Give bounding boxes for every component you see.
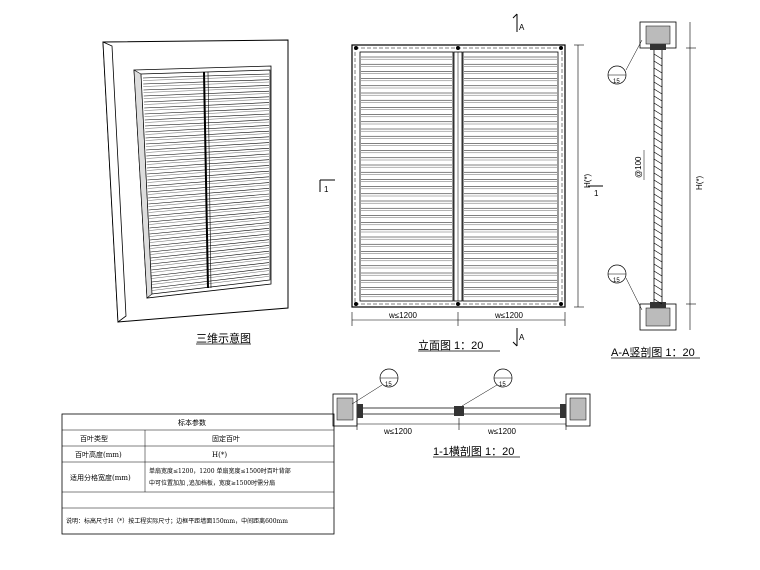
vertical-section-view: H(*) @100 15 15 A-A竖剖图 1：20: [607, 21, 704, 359]
vertical-section-spacing-label: @100: [634, 156, 643, 178]
elevation-view: A A 1 1 H(*) w≤1200 w≤1200 立面图 1：20: [319, 13, 603, 352]
elevation-title: 立面图 1：20: [418, 338, 483, 352]
three-d-view: 三维示意图: [102, 39, 289, 345]
elevation-width-left: w≤1200: [388, 311, 418, 320]
spec-row-value: 中可位置加加 ,追加档板，宽度≥1500时需分扇: [149, 479, 275, 487]
spec-table: 标本参数 百叶类型 固定百叶 百叶高度(mm) H(*) 适用分格宽度(mm) …: [61, 413, 335, 535]
spec-row-label: 百叶类型: [80, 434, 108, 443]
vertical-section-height-label: H(*): [695, 175, 704, 190]
elevation-width-right: w≤1200: [494, 311, 524, 320]
section-mark-1-right: 1: [594, 189, 599, 198]
section-mark-a-top: A: [519, 23, 525, 32]
spec-row-label: 适用分格宽度(mm): [70, 473, 131, 482]
spec-row-label: 百叶高度(mm): [75, 450, 122, 459]
svg-text:15: 15: [385, 382, 392, 388]
spec-table-note: 说明：标高尺寸H（*）按工程实际尺寸；边框平距墙面150mm，中间距离600mm: [66, 517, 288, 525]
vertical-section-title: A-A竖剖图 1：20: [611, 345, 695, 359]
spec-table-title: 标本参数: [178, 418, 206, 427]
section-mark-1-left: 1: [324, 185, 329, 194]
svg-text:15: 15: [499, 382, 506, 388]
section-mark-a-bottom: A: [519, 333, 525, 342]
three-d-louver-slats: [142, 73, 270, 291]
horizontal-width-right: w≤1200: [487, 427, 517, 436]
elevation-louver-slats: [361, 56, 557, 297]
spec-row-value: H(*): [212, 451, 227, 459]
three-d-title: 三维示意图: [196, 331, 251, 345]
svg-text:15: 15: [613, 79, 620, 85]
horizontal-section-title: 1-1横剖图 1：20: [433, 444, 514, 458]
elevation-height-label: H(*): [583, 173, 592, 188]
vertical-section-slats: [653, 53, 663, 305]
svg-text:15: 15: [613, 278, 620, 284]
spec-row-value: 单扇宽度≤1200，1200 单扇宽度≤1500时百叶背部: [149, 467, 291, 475]
horizontal-section-view: w≤1200 w≤1200 15 15 1-1横剖图 1：20: [332, 368, 591, 458]
spec-row-value: 固定百叶: [212, 434, 240, 443]
horizontal-width-left: w≤1200: [383, 427, 413, 436]
